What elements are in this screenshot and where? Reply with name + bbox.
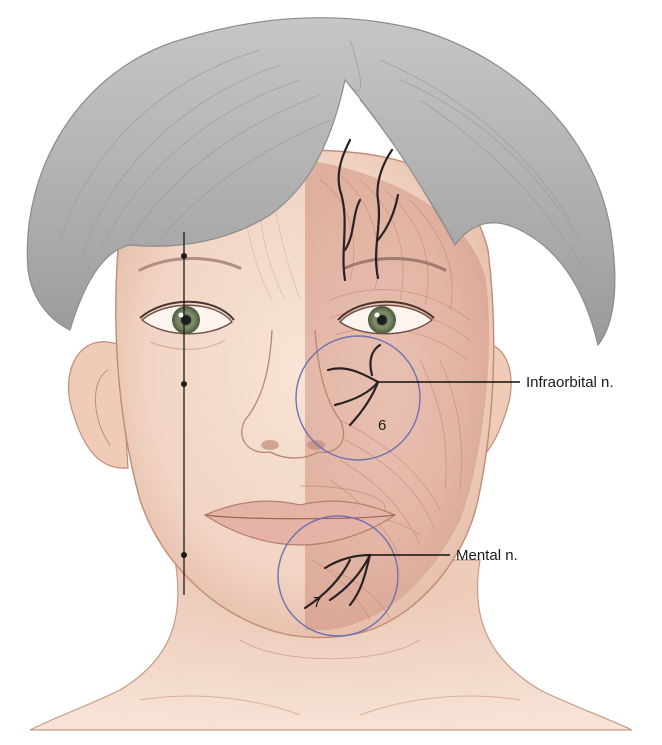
infraorbital-label: Infraorbital n.: [526, 374, 614, 391]
zone-number-6: 6: [378, 417, 386, 434]
landmark-dot: [181, 381, 187, 387]
landmark-dot: [181, 253, 187, 259]
mental-label: Mental n.: [456, 547, 518, 564]
landmark-dot: [181, 552, 187, 558]
zone-number-7: 7: [313, 594, 321, 611]
